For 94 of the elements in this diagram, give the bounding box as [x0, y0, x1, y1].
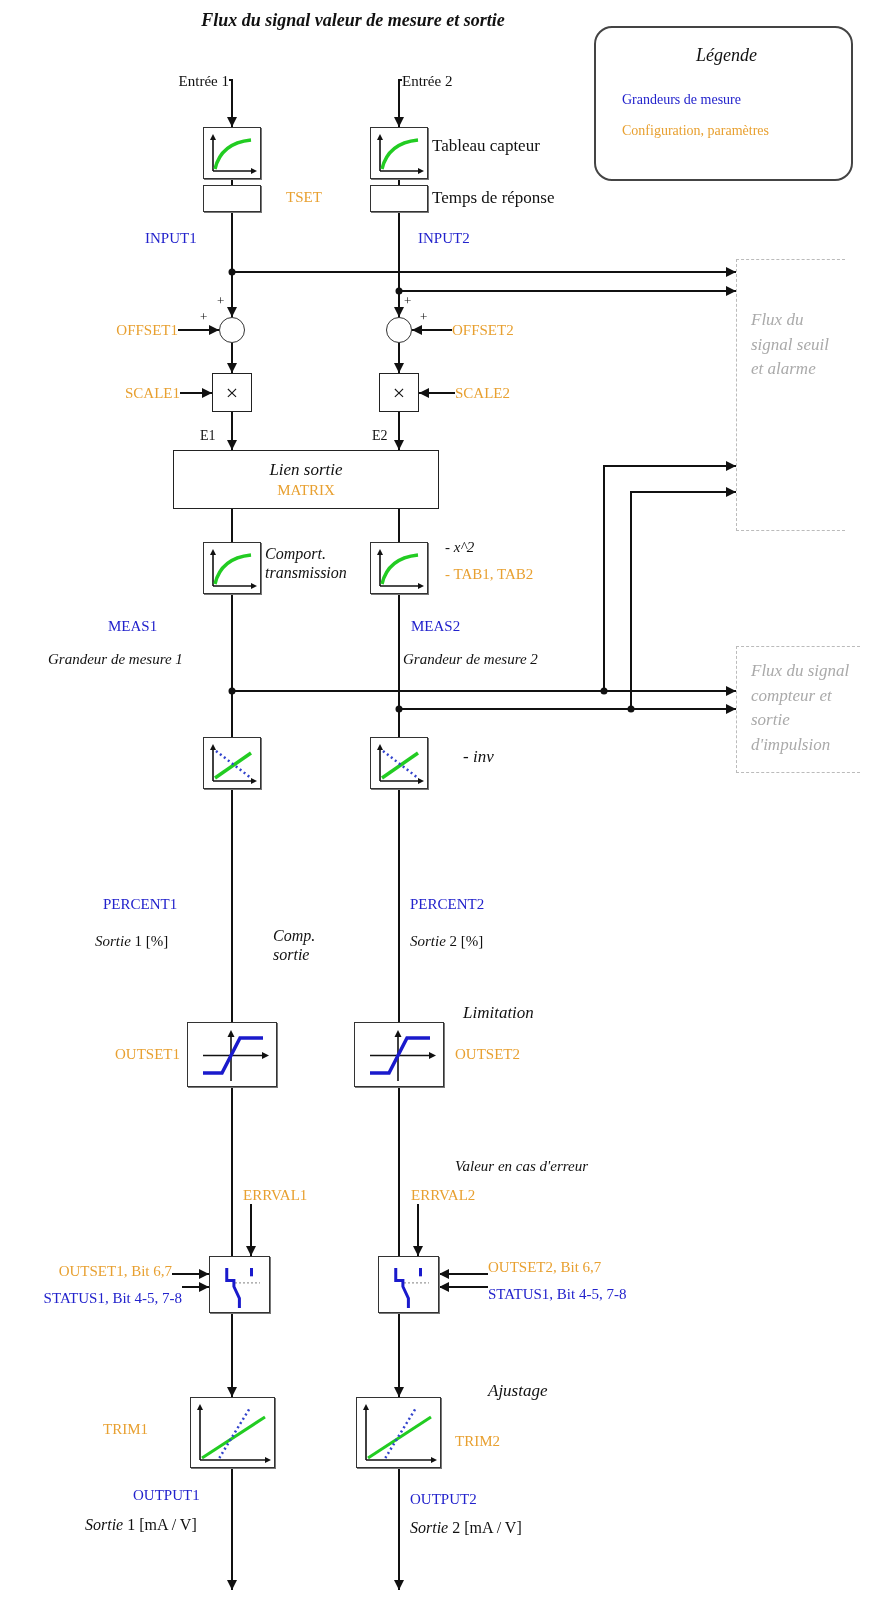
summing-junction: [219, 317, 245, 343]
block-caption: Valeur en cas d'erreur: [455, 1157, 589, 1175]
diagram-title: Flux du signal valeur de mesure et sortie: [200, 10, 506, 31]
summing-junction: [386, 317, 412, 343]
parameter-label: TRIM1: [103, 1420, 148, 1438]
legend-entry: Configuration, paramètres: [622, 123, 769, 139]
legend-entry: Grandeurs de mesure: [622, 92, 741, 108]
block-caption: Limitation: [463, 1003, 534, 1024]
parameter-label: SCALE2: [455, 384, 510, 402]
arrow: [394, 342, 404, 374]
parameter-label: - TAB1, TAB2: [445, 565, 534, 583]
connector-line: [231, 1086, 233, 1257]
connector-line: [231, 508, 233, 543]
plus-sign: +: [200, 309, 208, 325]
block-caption: Comp. sortie: [273, 926, 317, 965]
block-caption: Tableau capteur: [432, 136, 540, 157]
parameter-label: OFFSET1: [116, 321, 178, 339]
signal-caption: Sortie 1 [mA / V]: [85, 1515, 197, 1535]
function-block: [203, 185, 261, 212]
connector-line: [231, 788, 233, 1023]
dashed-box: [736, 646, 860, 773]
plus-sign: +: [404, 293, 412, 309]
multiply-sign: ×: [392, 379, 406, 406]
parameter-label: OUTSET2, Bit 6,7: [488, 1258, 602, 1276]
signal-label: MEAS2: [411, 617, 461, 635]
signal-label: INPUT1: [145, 229, 197, 247]
signal-caption: Sortie 1 [%]: [95, 932, 169, 950]
arrow: [246, 1203, 256, 1257]
matrix-block: [173, 450, 439, 509]
parameter-label: OUTSET2: [455, 1045, 520, 1063]
parameter-label: OFFSET2: [452, 321, 514, 339]
signal-caption: Grandeur de mesure 2: [403, 650, 538, 668]
parameter-label: ERRVAL1: [243, 1186, 308, 1204]
arrow: [231, 461, 737, 692]
arrow: [181, 1282, 210, 1292]
block-caption: Comport. transmission: [265, 544, 348, 583]
arrow: [394, 1312, 404, 1398]
parameter-label: ERRVAL2: [411, 1186, 476, 1204]
arrow: [227, 411, 237, 451]
arrow: [227, 1467, 237, 1591]
connector-line: [398, 1086, 400, 1257]
signal-label: PERCENT1: [103, 895, 178, 913]
signal-label: PERCENT2: [410, 895, 485, 913]
parameter-label: SCALE1: [125, 384, 180, 402]
input-label: Entrée 1: [178, 72, 229, 90]
connector-line: [398, 508, 400, 543]
signal-caption: Sortie 2 [mA / V]: [410, 1518, 522, 1538]
arrow: [398, 487, 737, 710]
arrow: [438, 1269, 489, 1279]
dashed-box: [736, 259, 845, 531]
parameter-label: MATRIX: [277, 481, 335, 499]
arrow: [418, 388, 456, 398]
signal-label: MEAS1: [108, 617, 158, 635]
arrow: [438, 1282, 489, 1292]
arrow: [177, 325, 220, 335]
signal-caption: Grandeur de mesure 1: [48, 650, 183, 668]
parameter-label: STATUS1, Bit 4-5, 7-8: [43, 1289, 182, 1307]
parameter-label: OUTSET1, Bit 6,7: [58, 1262, 172, 1280]
arrow: [394, 411, 404, 451]
multiply-sign: ×: [225, 379, 239, 406]
block-caption: Temps de réponse: [432, 188, 555, 209]
signal-label: E2: [372, 428, 388, 445]
arrow: [179, 388, 213, 398]
block-caption: - x^2: [445, 538, 475, 556]
arrow: [394, 79, 404, 128]
plus-sign: +: [217, 293, 225, 309]
parameter-label: TSET: [286, 188, 322, 206]
arrow: [413, 1203, 423, 1257]
block-caption: - inv: [463, 747, 494, 768]
block-caption: Ajustage: [488, 1381, 548, 1402]
signal-label: OUTPUT2: [410, 1490, 477, 1508]
arrow: [171, 1269, 210, 1279]
signal-label: INPUT2: [418, 229, 470, 247]
function-block: [370, 185, 428, 212]
parameter-label: TRIM2: [455, 1432, 500, 1450]
arrow: [394, 1467, 404, 1591]
flow-note: Flux du signal compteur et sortie d'impulsion: [751, 660, 851, 756]
flow-note: Flux du signal seuil et alarme: [751, 309, 830, 381]
plus-sign: +: [420, 309, 428, 325]
parameter-label: STATUS1, Bit 4-5, 7-8: [488, 1285, 627, 1303]
multiplier-block: [212, 373, 252, 412]
signal-caption: Sortie 2 [%]: [410, 932, 484, 950]
block-title: Lien sortie: [269, 460, 343, 480]
arrow: [227, 79, 237, 128]
arrow: [411, 325, 453, 335]
parameter-label: OUTSET1: [115, 1045, 180, 1063]
legend-title: Légende: [696, 45, 757, 66]
multiplier-block: [379, 373, 419, 412]
connector-line: [398, 788, 400, 1023]
arrow: [227, 342, 237, 374]
signal-label: E1: [200, 428, 216, 445]
input-label: Entrée 2: [402, 72, 453, 90]
arrow: [227, 1312, 237, 1398]
signal-label: OUTPUT1: [133, 1486, 200, 1504]
